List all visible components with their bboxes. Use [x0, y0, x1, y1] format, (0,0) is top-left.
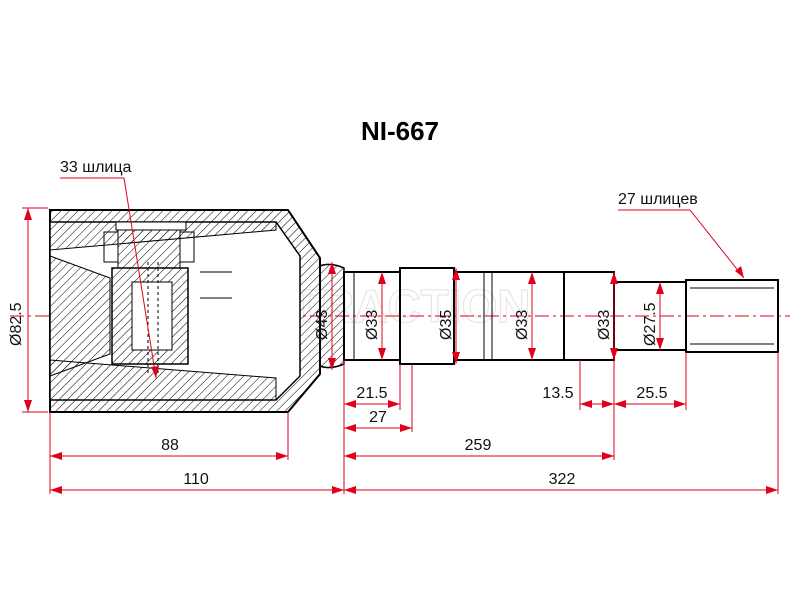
callout-inner-splines: 33 шлица [60, 159, 132, 176]
dim-diameter-neck: Ø43 [314, 310, 331, 340]
dim-length-322: 322 [549, 471, 576, 488]
dim-diameter-spline: Ø27.5 [642, 302, 659, 346]
dim-diameter-shaft-2: Ø35 [438, 310, 455, 340]
dim-diameter-shaft-4: Ø33 [596, 310, 613, 340]
dim-diameter-shaft-1: Ø33 [364, 310, 381, 340]
dim-length-27: 27 [369, 409, 387, 426]
callout-outer-splines: 27 шлицев [618, 191, 698, 208]
dim-diameter-housing: Ø82.5 [8, 302, 25, 346]
dim-length-110: 110 [183, 471, 209, 488]
callouts: 33 шлица 27 шлицев [60, 159, 745, 379]
part-number-title: NI-667 [361, 116, 439, 146]
dim-length-259: 259 [465, 437, 492, 454]
dim-length-13-5: 13.5 [542, 385, 573, 402]
dim-length-21-5: 21.5 [356, 385, 387, 402]
diameter-dimensions: Ø82.5 Ø43 Ø33 Ø35 Ø33 Ø33 Ø27.5 [8, 207, 664, 413]
dim-length-88: 88 [161, 437, 179, 454]
length-dimensions: 21.5 27 13.5 25.5 88 259 110 [49, 352, 779, 494]
dim-length-25-5: 25.5 [636, 385, 667, 402]
dim-diameter-shaft-3: Ø33 [514, 310, 531, 340]
shaft-body [319, 263, 779, 369]
joint-housing [49, 209, 321, 413]
